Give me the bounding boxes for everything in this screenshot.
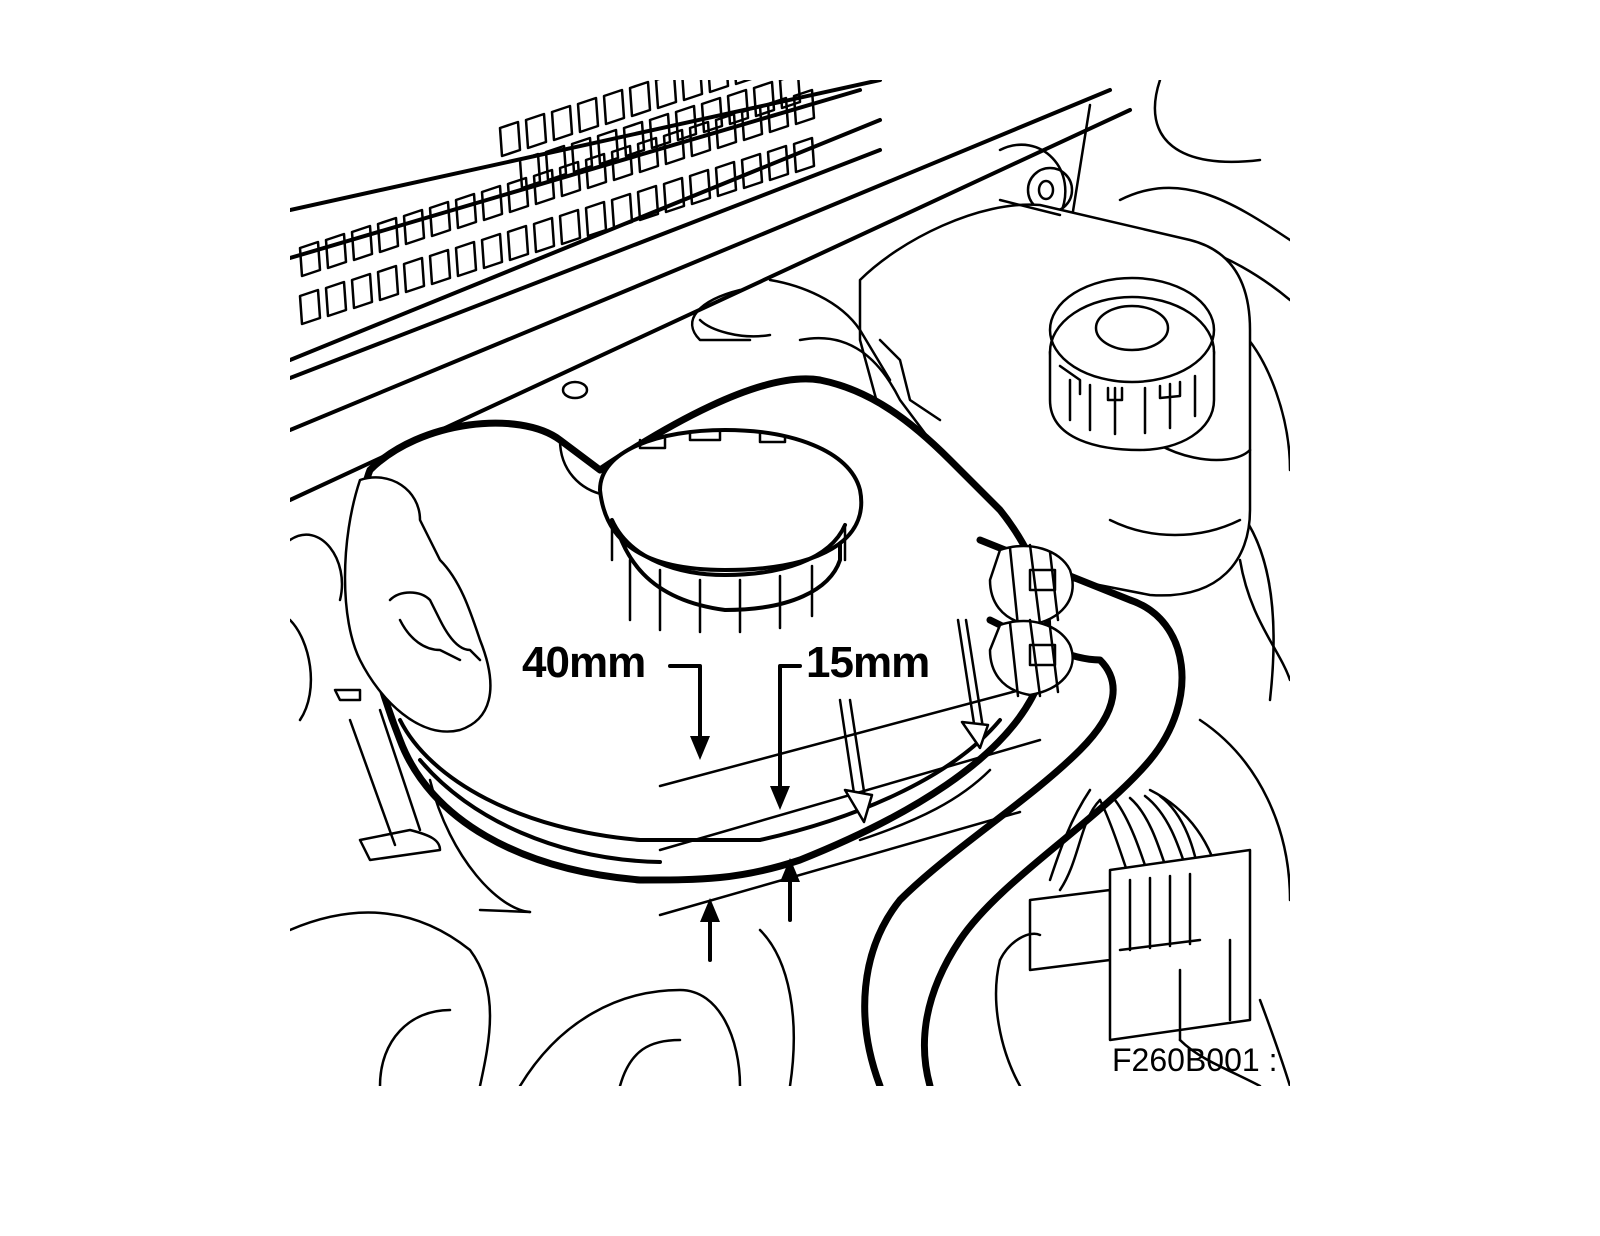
grille-slot: [506, 176, 530, 214]
grille-slot: [734, 80, 752, 86]
grille-slot: [298, 288, 322, 326]
grille-slot: [506, 224, 530, 262]
grille-slot: [524, 112, 548, 150]
grille-slot: [498, 120, 522, 158]
figure-code: F260B001 :: [1112, 1042, 1278, 1078]
grille-slot: [707, 80, 730, 94]
grille-slot: [454, 192, 478, 230]
grille-slot: [402, 256, 426, 294]
grille-slot: [766, 144, 790, 182]
grille-slot: [298, 240, 322, 278]
grille-slot: [480, 184, 504, 222]
grille-slot: [740, 104, 764, 142]
grille-slot: [778, 80, 802, 110]
level-min-arrow: [770, 664, 802, 810]
grille-slot: [324, 232, 348, 270]
grille-slot: [428, 248, 452, 286]
grille-slot: [674, 104, 698, 142]
grille-slot: [681, 80, 704, 102]
grille-slot: [584, 200, 608, 238]
grille-slot: [792, 136, 816, 174]
level-min-label: 15mm: [806, 638, 930, 687]
grille-slot: [428, 200, 452, 238]
grille-slot: [576, 96, 600, 134]
hose-clamp-upper: [988, 543, 1074, 628]
grille-slot: [636, 184, 660, 222]
grille-slot: [532, 168, 556, 206]
grille-slot: [662, 128, 686, 166]
grille-slot: [700, 96, 724, 134]
grille-slot: [402, 208, 426, 246]
grille-slot: [636, 136, 660, 174]
grille-slot: [792, 88, 816, 126]
electrical-connector: [998, 788, 1252, 1042]
grille-slot: [324, 280, 348, 318]
grille-slot: [766, 96, 790, 134]
grille-slot: [752, 80, 776, 118]
grille-slot: [622, 120, 646, 158]
grille-slot: [714, 112, 738, 150]
grille-slot: [350, 272, 374, 310]
grille-slot: [688, 168, 712, 206]
grille-slot: [584, 152, 608, 190]
grille-slot: [570, 136, 594, 174]
grille-slot: [662, 176, 686, 214]
level-max-label: 40mm: [522, 638, 646, 687]
grille-slot: [350, 224, 374, 262]
grille-slot: [610, 192, 634, 230]
grille-slot: [628, 80, 652, 118]
grille-slot: [602, 88, 626, 126]
base-reference-arrows: [700, 858, 800, 962]
grille-slot: [376, 264, 400, 302]
grille-slot: [558, 208, 582, 246]
grille-slot: [610, 144, 634, 182]
coolant-filler-cap: [598, 428, 864, 634]
grille-slot: [596, 128, 620, 166]
grille-slot: [544, 144, 568, 182]
grille-slot: [518, 152, 542, 190]
grille-slot: [726, 88, 750, 126]
hose-clamp-lower: [988, 618, 1074, 698]
reservoir-cap-brake: [1048, 276, 1216, 452]
grille-slot: [454, 240, 478, 278]
grille-slot: [558, 160, 582, 198]
grille-slot: [740, 152, 764, 190]
grille-slot: [714, 160, 738, 198]
grille-slot: [654, 80, 678, 110]
grille-slot: [760, 42, 780, 76]
grille-slot: [786, 34, 806, 68]
grille-slot: [480, 232, 504, 270]
grille-slot: [550, 104, 574, 142]
level-max-arrow: [668, 664, 710, 760]
coolant-expansion-tank: [333, 278, 1052, 917]
hollow-pointer-arrows: [838, 618, 990, 824]
grille-slot: [532, 216, 556, 254]
grille-slot: [688, 120, 712, 158]
grille-slot: [376, 216, 400, 254]
grille-slot: [648, 112, 672, 150]
coolant-hose: [861, 536, 1186, 1086]
